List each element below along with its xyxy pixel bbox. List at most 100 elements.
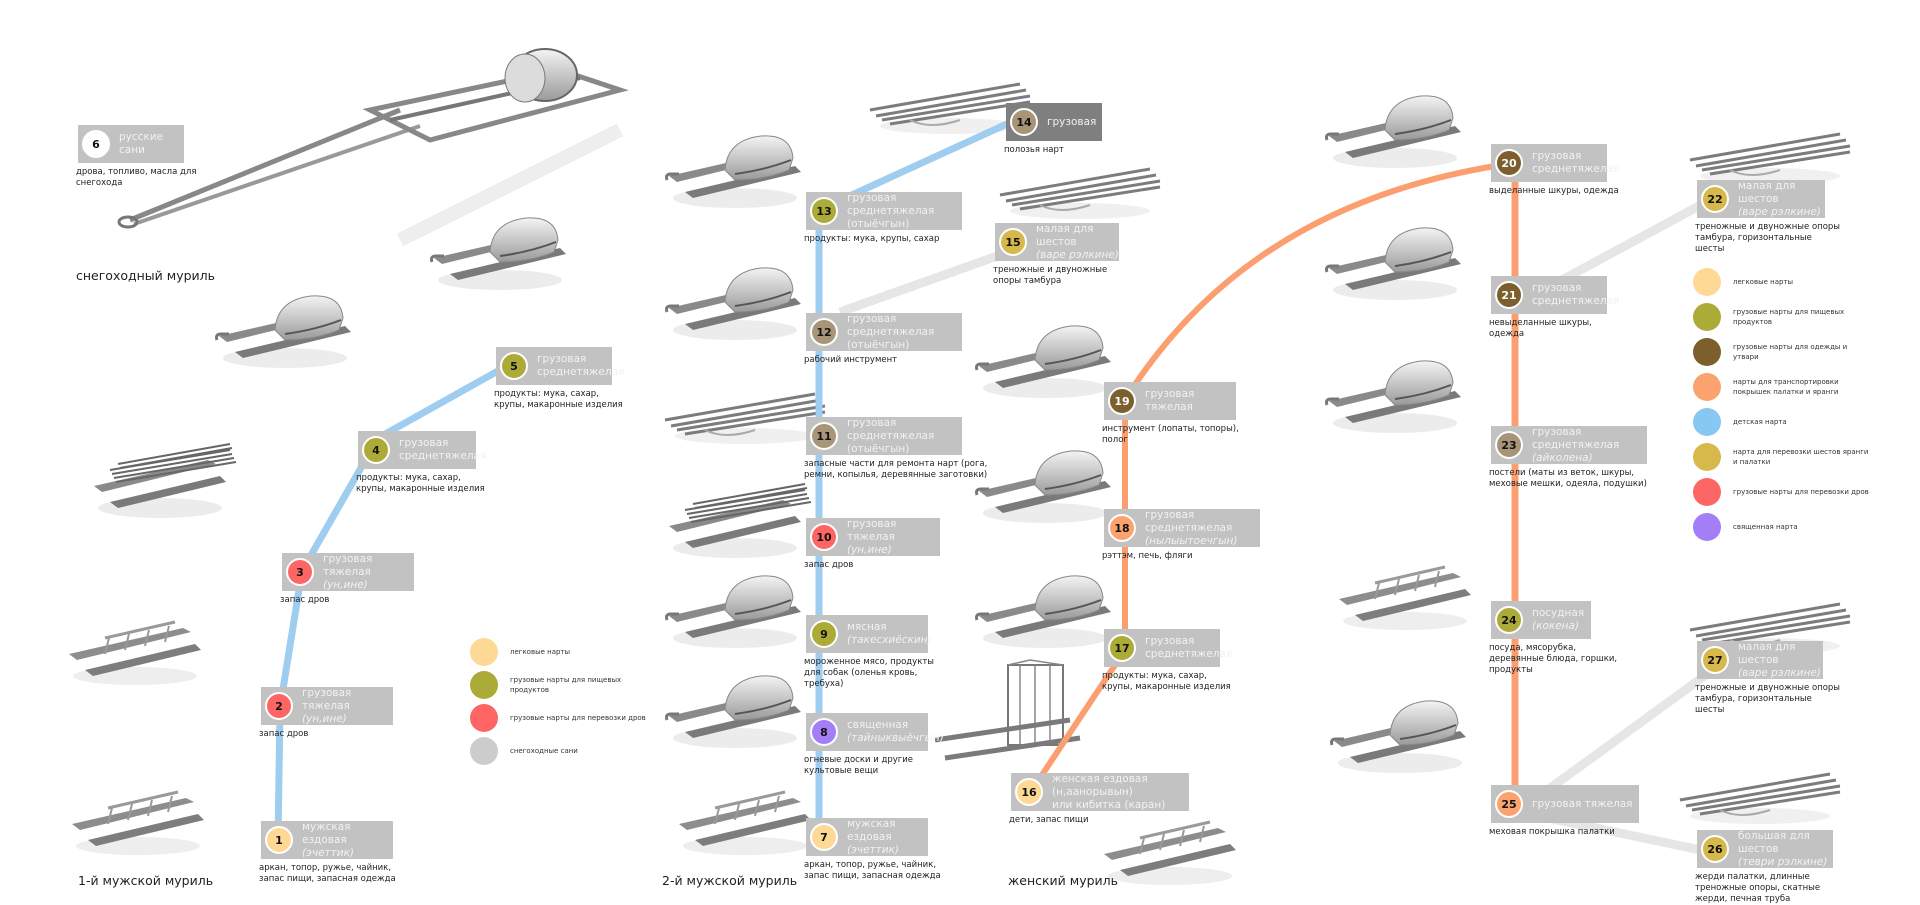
node-number-badge: 1 <box>265 826 293 854</box>
node-title-line: мясная <box>847 621 887 633</box>
node-title-line: большая для шестов <box>1738 829 1810 855</box>
node-subtitle: (отыёчгын) <box>847 217 910 230</box>
sled-node-1: 1 мужская ездовая(эчеттик) <box>261 821 393 859</box>
node-cargo-description: треножные и двуножные опоры тамбура <box>993 265 1108 286</box>
legend-item: грузовые нарты для одежды и утвари <box>1693 338 1873 366</box>
node-cargo-description: продукты: мука, сахар, крупы, макаронные… <box>1102 671 1231 692</box>
node-title: грузовая среднетяжелая(нылыытоечгын) <box>1145 509 1260 548</box>
node-title-line: русские сани <box>119 131 164 156</box>
node-number-badge: 4 <box>362 436 390 464</box>
node-title: малая для шестов(варе рэлкине) <box>1738 180 1825 219</box>
legend-item: грузовые нарты для пищевых продуктов <box>470 671 650 699</box>
node-number-badge: 3 <box>286 558 314 586</box>
node-title: грузовая тяжелая(ун,ине) <box>323 553 414 592</box>
snowmobile-sled-illustration <box>117 48 629 247</box>
legend-label: легковые нарты <box>1733 278 1794 286</box>
node-cargo-description: запас дров <box>259 729 309 739</box>
node-title-line: грузовая <box>1532 150 1582 162</box>
node-subtitle: (ун,ине) <box>323 578 368 591</box>
sled-node-3: 3 грузовая тяжелая(ун,ине) <box>282 553 414 591</box>
node-title-line: грузовая тяжелая <box>1532 797 1633 810</box>
legend-color-swatch <box>1693 338 1721 366</box>
legend-color-swatch <box>1693 513 1721 541</box>
node-number-badge: 21 <box>1495 281 1523 309</box>
node-title: русские сани <box>119 131 184 157</box>
node-cargo-description: огневые доски и другие культовые вещи <box>804 755 913 776</box>
node-subtitle: (отыёчгын) <box>847 442 910 455</box>
node-title-line: малая для шестов <box>1738 640 1796 666</box>
node-title-line: грузовая <box>1532 282 1582 294</box>
node-subtitle: среднетяжелая <box>537 366 625 378</box>
node-cargo-description: запас дров <box>804 560 854 570</box>
node-title: грузовая среднетяжелая(отыёчгын) <box>847 417 962 456</box>
sled-illustration <box>665 574 803 650</box>
node-title: посудная(кокена) <box>1532 607 1584 633</box>
legend-item: снегоходные сани <box>470 737 650 765</box>
node-title-line: грузовая тяжелая <box>323 552 373 578</box>
sled-illustration <box>1102 820 1238 887</box>
node-title-line: грузовая среднетяжелая <box>847 416 935 442</box>
group-title-first-male: 1-й мужской муриль <box>78 873 214 888</box>
node-number-badge: 25 <box>1495 790 1523 818</box>
node-subtitle: (эчеттик) <box>302 846 355 859</box>
legend-color-swatch <box>470 671 498 699</box>
legend-item: грузовые нарты для перевозки дров <box>470 704 650 732</box>
node-cargo-description: продукты: мука, сахар, крупы, макаронные… <box>356 473 485 494</box>
node-number-badge: 24 <box>1495 606 1523 634</box>
node-cargo-description: треножные и двуножные опоры тамбура, гор… <box>1695 683 1841 715</box>
legend-color-swatch <box>470 704 498 732</box>
node-subtitle: (нылыытоечгын) <box>1145 534 1238 547</box>
node-number-badge: 14 <box>1010 108 1038 136</box>
node-cargo-description: продукты: мука, крупы, сахар <box>804 234 940 244</box>
node-title-line: мужская ездовая <box>847 817 896 843</box>
node-cargo-description: дети, запас пищи <box>1009 815 1089 825</box>
node-cargo-description: меховая покрышка палатки <box>1489 827 1615 837</box>
legend-label: детская нарта <box>1733 418 1787 426</box>
sled-illustration <box>1678 772 1842 826</box>
group-title-second-male: 2-й мужской муриль <box>662 873 798 888</box>
legend-label: снегоходные сани <box>510 747 578 755</box>
node-subtitle: (кокена) <box>1532 620 1580 632</box>
node-subtitle: среднетяжелая <box>1532 295 1620 307</box>
node-title: малая для шестов(варе рэлкине) <box>1036 223 1119 262</box>
node-subtitle: или кибитка (каран) <box>1052 798 1166 811</box>
node-title-line: женская ездовая (н,аанорывын) <box>1052 772 1148 798</box>
legend-label: легковые нарты <box>510 648 571 656</box>
connector-line-12-15 <box>838 250 1002 317</box>
legend-label: нарта для перевозки шестов яранги и пала… <box>1733 448 1869 466</box>
sled-illustration <box>1330 699 1468 775</box>
sled-node-24: 24 посудная(кокена) <box>1491 601 1591 639</box>
node-number-badge: 5 <box>500 352 528 380</box>
legend-item: детская нарта <box>1693 408 1873 436</box>
node-title: грузовая среднетяжелая(отыёчгын) <box>847 192 962 231</box>
legend-color-swatch <box>1693 408 1721 436</box>
legend-item: легковые нарты <box>1693 268 1873 296</box>
node-cargo-description: невыделанные шкуры, одежда <box>1489 318 1592 339</box>
route-female <box>1027 160 1516 795</box>
node-subtitle: (тайныквыёчгын) <box>847 732 944 744</box>
node-number-badge: 11 <box>810 422 838 450</box>
node-title: мужская ездовая(эчеттик) <box>302 821 393 860</box>
sled-illustration <box>93 443 237 519</box>
node-number-badge: 2 <box>265 692 293 720</box>
sled-illustration <box>998 167 1162 221</box>
sled-illustration <box>975 574 1113 650</box>
node-number-badge: 9 <box>810 620 838 648</box>
node-number-badge: 6 <box>82 130 110 158</box>
node-cargo-description: продукты: мука, сахар, крупы, макаронные… <box>494 389 623 410</box>
node-number-badge: 12 <box>810 318 838 346</box>
node-cargo-description: инструмент (лопаты, топоры), полог <box>1102 424 1239 445</box>
node-subtitle: (ун,ине) <box>847 543 892 556</box>
node-number-badge: 23 <box>1495 431 1523 459</box>
node-subtitle: (теври рэлкине) <box>1738 855 1828 868</box>
node-subtitle: среднетяжелая <box>1145 648 1233 660</box>
node-subtitle: (ун,ине) <box>302 712 347 725</box>
